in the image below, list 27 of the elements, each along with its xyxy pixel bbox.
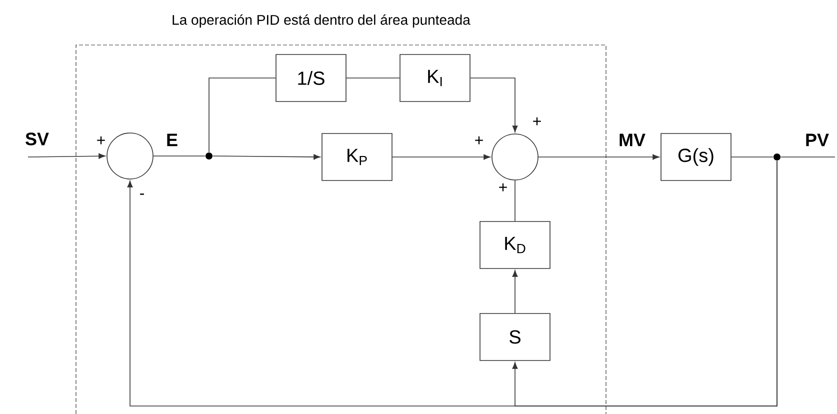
summing-junction [106,132,154,180]
signal-label: E [165,132,180,148]
arrow [212,154,320,160]
block-box: G(s) [660,133,732,181]
area-caption: La operación PID está dentro del área punteada [172,14,470,28]
block-box: K$_{I}$ [400,54,470,102]
summing-junction [492,134,538,180]
block-box: S [480,313,550,361]
signal-label: SV [24,132,50,146]
arrow [538,154,660,160]
block-box: 1/S [276,54,346,102]
signal-label: MV [618,132,646,148]
arrow [512,160,778,406]
arrow [470,78,518,132]
sign-label: + [533,117,541,126]
arrow [512,270,518,314]
sign-label: - [140,194,144,195]
block-box: K$_{P}$ [322,133,392,181]
sign-label: + [97,136,105,144]
block-box: K$_{D}$ [480,221,550,269]
arrow [28,153,106,159]
signal-label: PV [804,132,830,148]
sign-label: + [475,136,483,144]
junction-dot [206,152,212,160]
junction-dot [774,154,780,160]
arrow [392,154,490,160]
sign-label: + [499,183,507,192]
